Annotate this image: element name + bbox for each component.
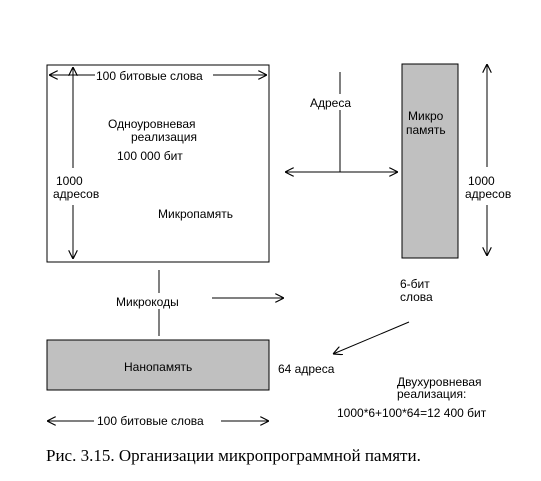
nano-addresses-label: 64 адреса (278, 362, 335, 376)
bit6-line1: 6-бит (400, 277, 430, 291)
single-level-title-line1: Одноуровневая (108, 117, 196, 131)
right-height-label-line2: адресов (465, 187, 511, 201)
addresses-label: Адреса (310, 96, 351, 110)
single-level-bits: 100 000 бит (117, 149, 183, 163)
two-level-line1: Двухуровневая (397, 375, 482, 389)
nano-memory-box (46, 339, 270, 391)
bit6-arrow (333, 321, 410, 354)
micro-memory-box (401, 63, 459, 259)
left-height-label-line1: 1000 (56, 174, 83, 188)
two-level-line2: реализация: (397, 387, 466, 401)
single-level-title-line2: реализация (131, 130, 197, 144)
bottom-width-label: 100 битовые слова (97, 414, 204, 428)
addresses-label-bg (306, 94, 362, 110)
microcodes-label: Микрокоды (116, 295, 179, 309)
left-height-label-line2: адресов (53, 187, 99, 201)
two-level-formula: 1000*6+100*64=12 400 бит (337, 406, 487, 420)
right-height-label-line1: 1000 (468, 174, 495, 188)
micro-box-line1: Микро (408, 109, 444, 123)
micro-box-line2: память (406, 123, 446, 137)
bit6-line2: слова (400, 290, 433, 304)
micro-memory-label: Микропамять (158, 207, 233, 221)
microcodes-label-bg (112, 293, 192, 309)
nano-memory-label: Нанопамять (124, 360, 192, 374)
single-level-memory-box (46, 64, 270, 263)
figure-caption: Рис. 3.15. Организации микропрограммной … (46, 446, 421, 465)
top-width-label: 100 битовые слова (96, 69, 203, 83)
